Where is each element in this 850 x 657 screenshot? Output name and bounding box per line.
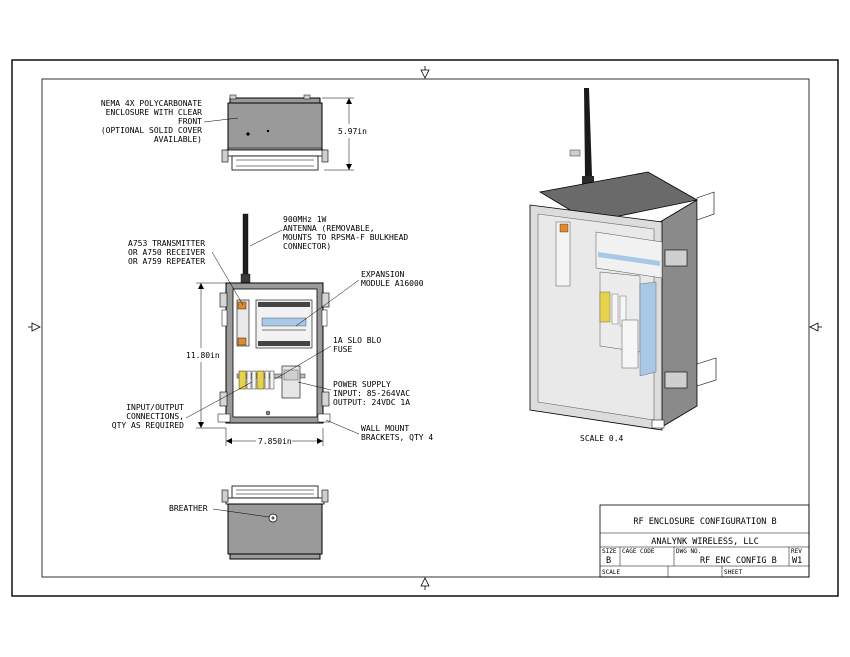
center-mark-left [28, 322, 41, 332]
expansion-leader [295, 279, 360, 327]
center-mark-right [809, 322, 822, 332]
svg-text:NEMA 4X POLYCARBONATE: NEMA 4X POLYCARBONATE [101, 99, 202, 108]
outer-border [11, 59, 839, 597]
size-label: SIZE [602, 548, 617, 555]
svg-text:MOUNTS TO RPSMA-F BULKHEAD: MOUNTS TO RPSMA-F BULKHEAD [283, 233, 408, 242]
breather-leader [212, 508, 270, 518]
svg-text:CONNECTOR): CONNECTOR) [283, 242, 331, 251]
scale-label: SCALE [602, 569, 620, 576]
transmitter-leader [211, 251, 244, 306]
expansion-note: EXPANSION MODULE A16000 [361, 270, 424, 288]
enclosure-note: NEMA 4X POLYCARBONATE ENCLOSURE WITH CLE… [101, 99, 202, 144]
height-dimension [196, 282, 226, 429]
isometric-terminal-orange-icon [559, 223, 569, 233]
front-view-enclosure [217, 213, 331, 424]
svg-text:900MHz 1W: 900MHz 1W [283, 215, 327, 224]
svg-text:BRACKETS, QTY 4: BRACKETS, QTY 4 [361, 433, 433, 442]
rev-label: REV [791, 548, 802, 555]
svg-text:FUSE: FUSE [333, 345, 352, 354]
height-dimension-label: 11.80in [186, 351, 220, 360]
svg-text:(OPTIONAL SOLID COVER: (OPTIONAL SOLID COVER [101, 126, 202, 135]
size-value: B [606, 556, 611, 566]
svg-text:INPUT: 85-264VAC: INPUT: 85-264VAC [333, 389, 410, 398]
svg-text:INPUT/OUTPUT: INPUT/OUTPUT [126, 403, 184, 412]
bottom-view-enclosure [221, 485, 329, 560]
depth-dimension-label: 5.97in [338, 127, 367, 136]
isometric-terminal-yellow-icon [599, 291, 611, 323]
io-leader [185, 381, 253, 419]
power-supply-leader [297, 381, 332, 391]
io-note: INPUT/OUTPUT CONNECTIONS, QTY AS REQUIRE… [112, 403, 184, 430]
svg-text:FRONT: FRONT [178, 117, 202, 126]
transmitter-module [236, 299, 250, 347]
svg-text:EXPANSION: EXPANSION [361, 270, 405, 279]
scale-note: SCALE 0.4 [580, 434, 624, 443]
antenna-leader [249, 229, 283, 247]
svg-text:1A SLO BLO: 1A SLO BLO [333, 336, 381, 345]
power-supply-note: POWER SUPPLY INPUT: 85-264VAC OUTPUT: 24… [333, 380, 410, 407]
wall-mount-leader [325, 419, 360, 435]
svg-text:CONNECTIONS,: CONNECTIONS, [126, 412, 184, 421]
svg-text:OR A750 RECEIVER: OR A750 RECEIVER [128, 248, 205, 257]
svg-text:WALL MOUNT: WALL MOUNT [361, 424, 409, 433]
inner-border [41, 78, 810, 578]
svg-text:ANTENNA (REMOVABLE,: ANTENNA (REMOVABLE, [283, 224, 375, 233]
transmitter-note: A753 TRANSMITTER OR A750 RECEIVER OR A75… [128, 239, 205, 266]
svg-text:OR A759 REPEATER: OR A759 REPEATER [128, 257, 205, 266]
title-block [599, 504, 810, 578]
dwg-no-label: DWG NO. [676, 548, 701, 555]
sheet-label: SHEET [724, 569, 742, 576]
company-name: ANALYNK WIRELESS, LLC [651, 537, 758, 547]
svg-text:MODULE A16000: MODULE A16000 [361, 279, 424, 288]
antenna-icon [242, 213, 249, 277]
drawing-title: RF ENCLOSURE CONFIGURATION B [633, 517, 776, 527]
terminal-orange-icon [237, 301, 247, 310]
svg-text:POWER SUPPLY: POWER SUPPLY [333, 380, 391, 389]
breather-note: BREATHER [169, 504, 208, 513]
enclosure-leader [203, 117, 239, 123]
isometric-antenna-icon [584, 88, 592, 176]
svg-text:QTY AS REQUIRED: QTY AS REQUIRED [112, 421, 184, 430]
svg-text:AVAILABLE): AVAILABLE) [154, 135, 202, 144]
fuse-leader [274, 345, 332, 380]
rev-value: W1 [792, 556, 802, 566]
svg-text:A753 TRANSMITTER: A753 TRANSMITTER [128, 239, 205, 248]
center-mark-bottom [420, 577, 430, 590]
cage-code-label: CAGE CODE [622, 548, 655, 555]
wall-mount-note: WALL MOUNT BRACKETS, QTY 4 [361, 424, 433, 442]
terminal-yellow-icon [238, 370, 247, 390]
antenna-note: 900MHz 1W ANTENNA (REMOVABLE, MOUNTS TO … [283, 215, 408, 251]
center-mark-top [420, 66, 430, 79]
svg-text:OUTPUT: 24VDC 1A: OUTPUT: 24VDC 1A [333, 398, 410, 407]
width-dimension [225, 428, 324, 446]
isometric-module-blue [639, 281, 657, 377]
fuse-note: 1A SLO BLO FUSE [333, 336, 381, 354]
isometric-view-enclosure [529, 88, 717, 431]
svg-text:ENCLOSURE WITH CLEAR: ENCLOSURE WITH CLEAR [106, 108, 203, 117]
dwg-no-value: RF ENC CONFIG B [700, 556, 777, 566]
depth-dimension [322, 97, 354, 171]
top-view-enclosure [221, 94, 329, 171]
width-dimension-label: 7.850in [258, 437, 292, 446]
